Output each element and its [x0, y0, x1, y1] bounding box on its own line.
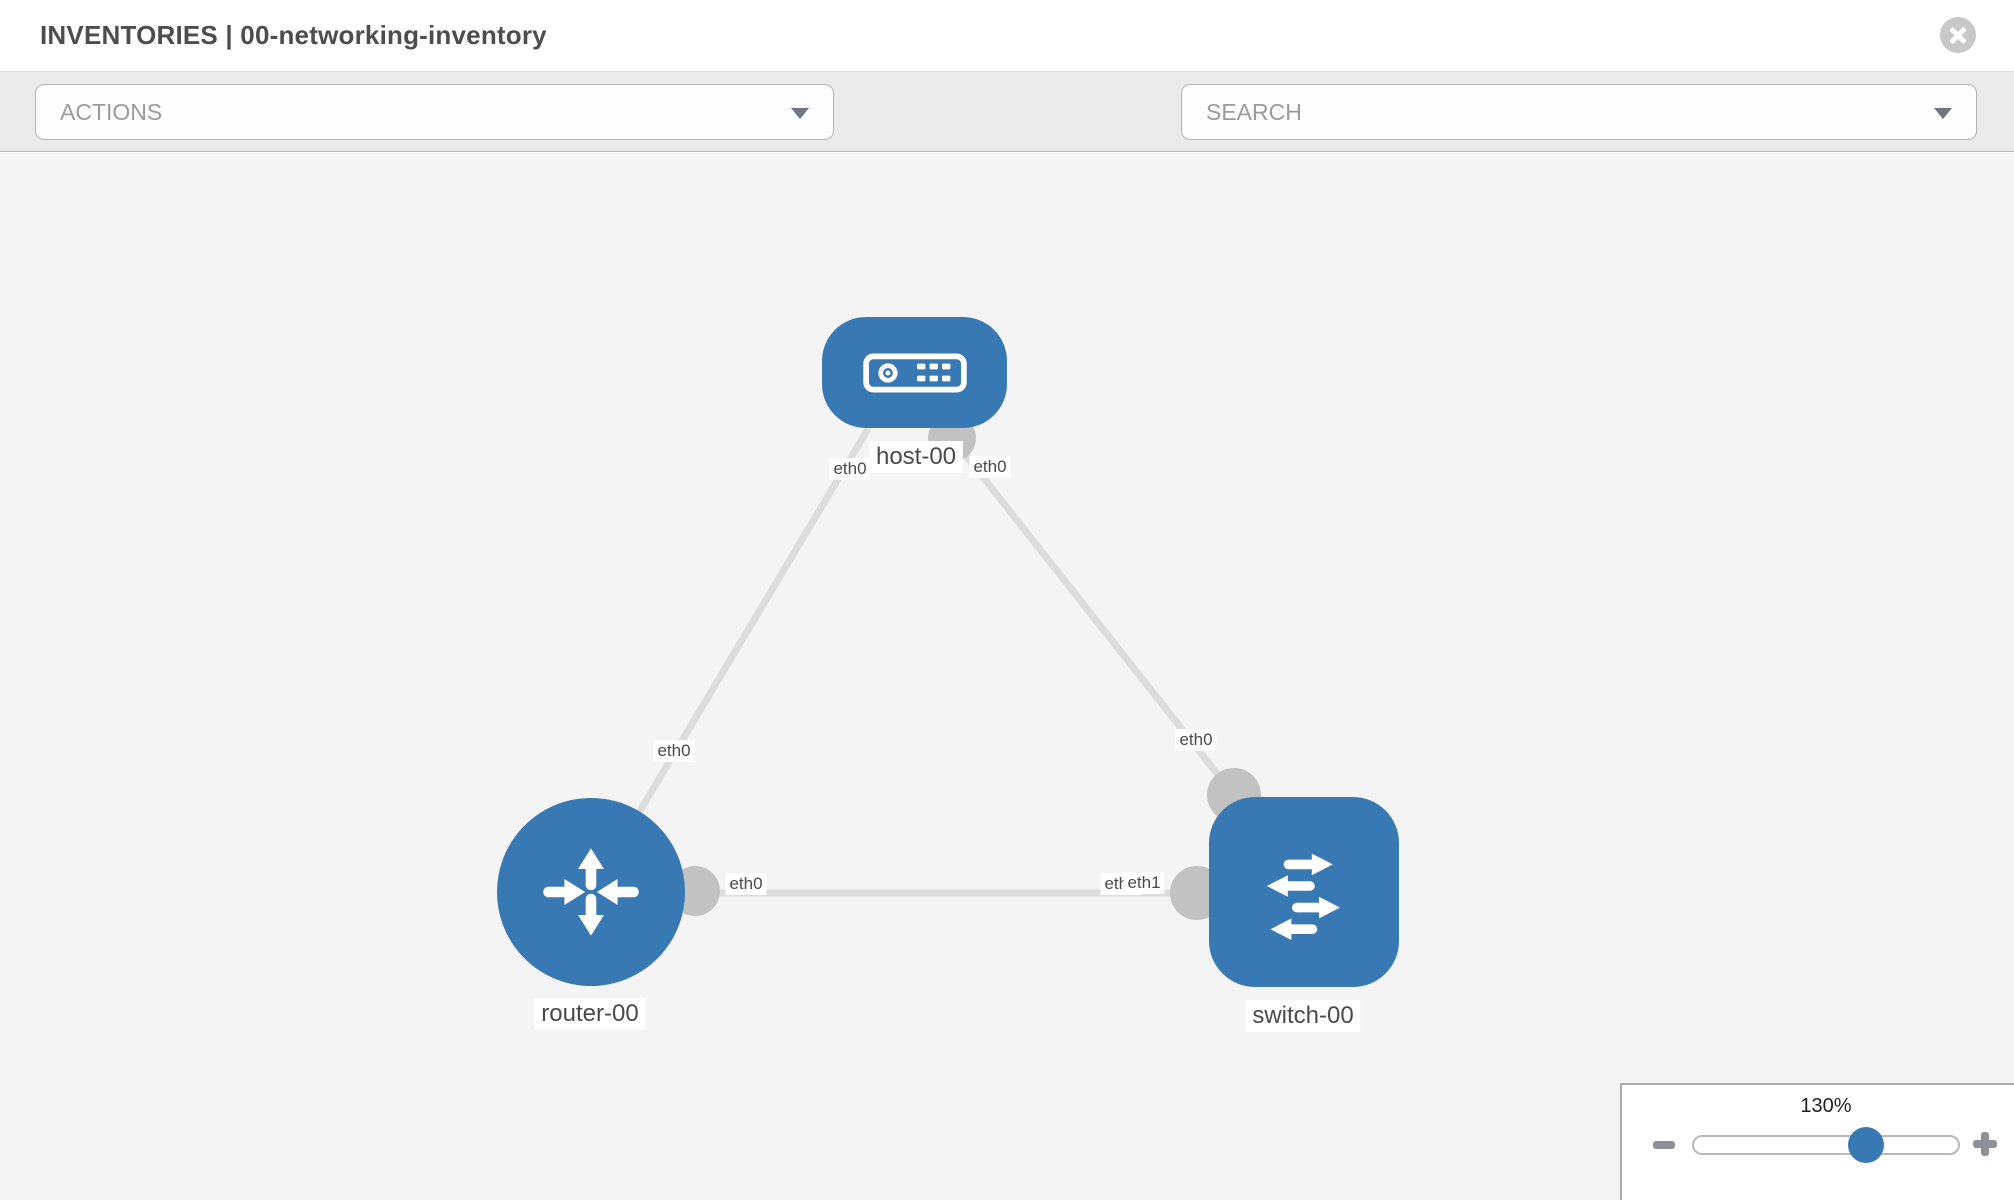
zoom-panel: 130% — [1620, 1083, 2014, 1200]
search-input[interactable] — [1182, 98, 1976, 126]
interface-label-host-to-router: eth0 — [829, 458, 871, 480]
node-label-host: host-00 — [868, 441, 964, 473]
zoom-slider[interactable] — [1692, 1135, 1960, 1155]
actions-dropdown-label: ACTIONS — [60, 98, 163, 125]
zoom-in-plus-icon[interactable] — [1973, 1132, 1997, 1156]
node-label-switch: switch-00 — [1245, 1000, 1361, 1032]
interface-label-switch-to-router: eth1 — [1123, 872, 1165, 894]
zoom-level-label: 130% — [1800, 1095, 1852, 1117]
search-combobox[interactable] — [1181, 84, 1977, 140]
zoom-slider-knob[interactable] — [1848, 1127, 1884, 1163]
zoom-out-minus-icon[interactable] — [1653, 1141, 1675, 1149]
node-switch-00[interactable] — [1209, 797, 1399, 987]
chevron-down-icon — [1934, 108, 1952, 119]
page-header: INVENTORIES | 00-networking-inventory — [0, 0, 2014, 72]
topology-links-layer — [587, 414, 1261, 920]
node-host-00[interactable] — [822, 317, 1007, 428]
router-icon — [543, 848, 639, 936]
chevron-down-icon — [791, 108, 809, 119]
interface-label-switch-to-host: eth0 — [1175, 729, 1217, 751]
switch-icon — [1266, 853, 1340, 940]
close-icon[interactable] — [1940, 17, 1976, 53]
node-router-00[interactable] — [497, 798, 685, 986]
host-icon — [862, 353, 967, 392]
interface-label-router-to-host: eth0 — [653, 740, 695, 762]
interface-label-router-to-switch: eth0 — [725, 873, 767, 895]
node-label-router: router-00 — [534, 998, 646, 1030]
actions-dropdown[interactable]: ACTIONS — [35, 84, 834, 140]
page-title: INVENTORIES | 00-networking-inventory — [40, 20, 547, 50]
interface-label-host-to-switch: eth0 — [969, 456, 1011, 478]
toolbar: ACTIONS — [0, 72, 2014, 204]
topology-canvas[interactable]: host-00 router-00 switch-00 eth0 eth0 et… — [0, 153, 2014, 1200]
